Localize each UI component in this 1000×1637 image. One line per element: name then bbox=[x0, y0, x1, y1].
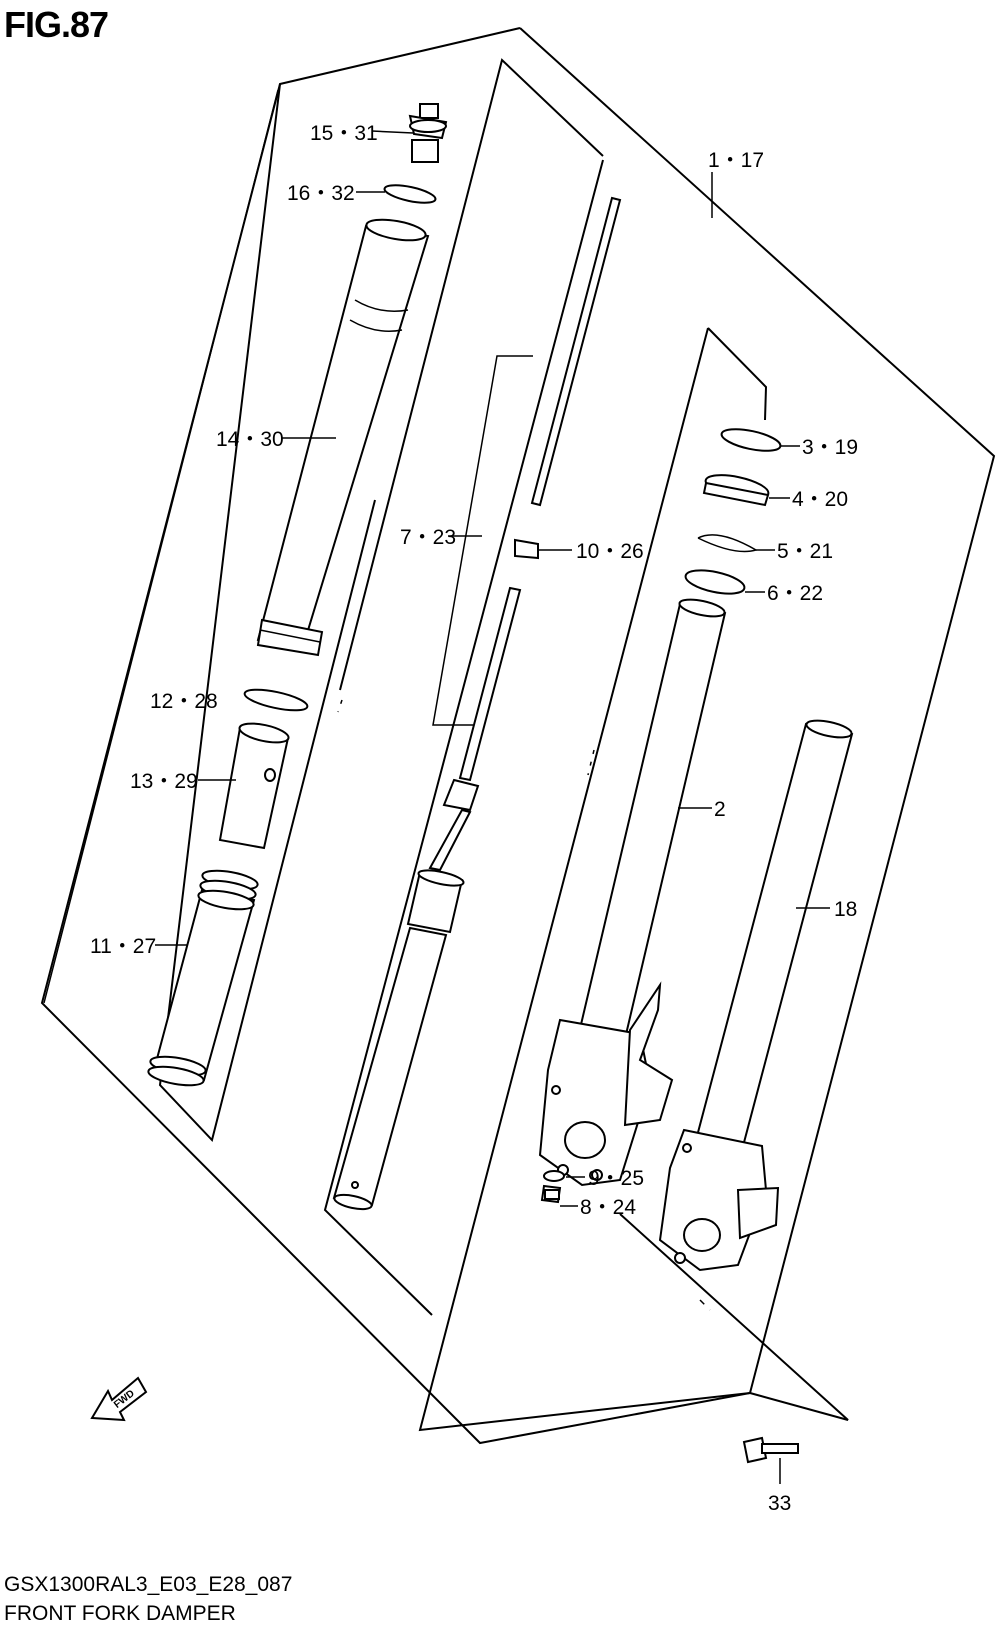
label-13-29: 13・29 bbox=[130, 770, 198, 793]
diagram-code: GSX1300RAL3_E03_E28_087 bbox=[4, 1573, 293, 1596]
figure-title: FIG.87 bbox=[4, 4, 109, 45]
part-6-dust-seal bbox=[684, 569, 746, 595]
label-9-25: 9・25 bbox=[588, 1167, 644, 1190]
label-2: 2 bbox=[714, 798, 726, 821]
part-3-washer bbox=[720, 428, 782, 452]
label-11-27: 11・27 bbox=[90, 935, 156, 958]
part-16-o-ring bbox=[383, 184, 437, 204]
part-15-top-cap bbox=[408, 103, 448, 163]
part-10-nut bbox=[514, 538, 539, 560]
label-3-19: 3・19 bbox=[802, 436, 858, 459]
part-18-inner-tube bbox=[658, 719, 854, 1272]
part-5-stopper-ring bbox=[697, 534, 758, 553]
part-2-inner-tube bbox=[538, 598, 727, 1187]
fwd-arrow-icon: FWD bbox=[90, 1376, 148, 1422]
spring-group-outline bbox=[158, 83, 376, 1143]
label-7-23: 7・23 bbox=[400, 526, 456, 549]
damper-group-outline bbox=[323, 58, 604, 1316]
part-11-spring bbox=[147, 869, 259, 1087]
label-5-21: 5・21 bbox=[777, 540, 833, 563]
label-15-31: 15・31 bbox=[310, 122, 378, 145]
part-33-bolt bbox=[742, 1436, 799, 1464]
part-14-outer-tube bbox=[256, 218, 430, 657]
label-10-26: 10・26 bbox=[576, 540, 644, 563]
part-12-ring bbox=[243, 688, 309, 712]
diagram-name: FRONT FORK DAMPER bbox=[4, 1602, 236, 1625]
callout-labels: 15・31 16・32 1・17 14・30 3・19 4・20 7・23 10… bbox=[90, 122, 858, 1515]
label-12-28: 12・28 bbox=[150, 690, 218, 713]
part-4-oil-seal bbox=[702, 474, 770, 507]
part-9-gasket bbox=[543, 1170, 565, 1182]
label-6-22: 6・22 bbox=[767, 582, 823, 605]
part-13-sleeve bbox=[218, 722, 290, 850]
label-33: 33 bbox=[768, 1492, 791, 1515]
label-16-32: 16・32 bbox=[287, 182, 355, 205]
label-1-17: 1・17 bbox=[708, 149, 764, 172]
part-7-damper-rod bbox=[332, 196, 622, 1211]
label-4-20: 4・20 bbox=[792, 488, 848, 511]
tube-group-outline bbox=[418, 327, 849, 1432]
label-18: 18 bbox=[834, 898, 857, 921]
label-8-24: 8・24 bbox=[580, 1196, 636, 1219]
label-14-30: 14・30 bbox=[216, 428, 284, 451]
part-8-bolt bbox=[540, 1184, 562, 1204]
